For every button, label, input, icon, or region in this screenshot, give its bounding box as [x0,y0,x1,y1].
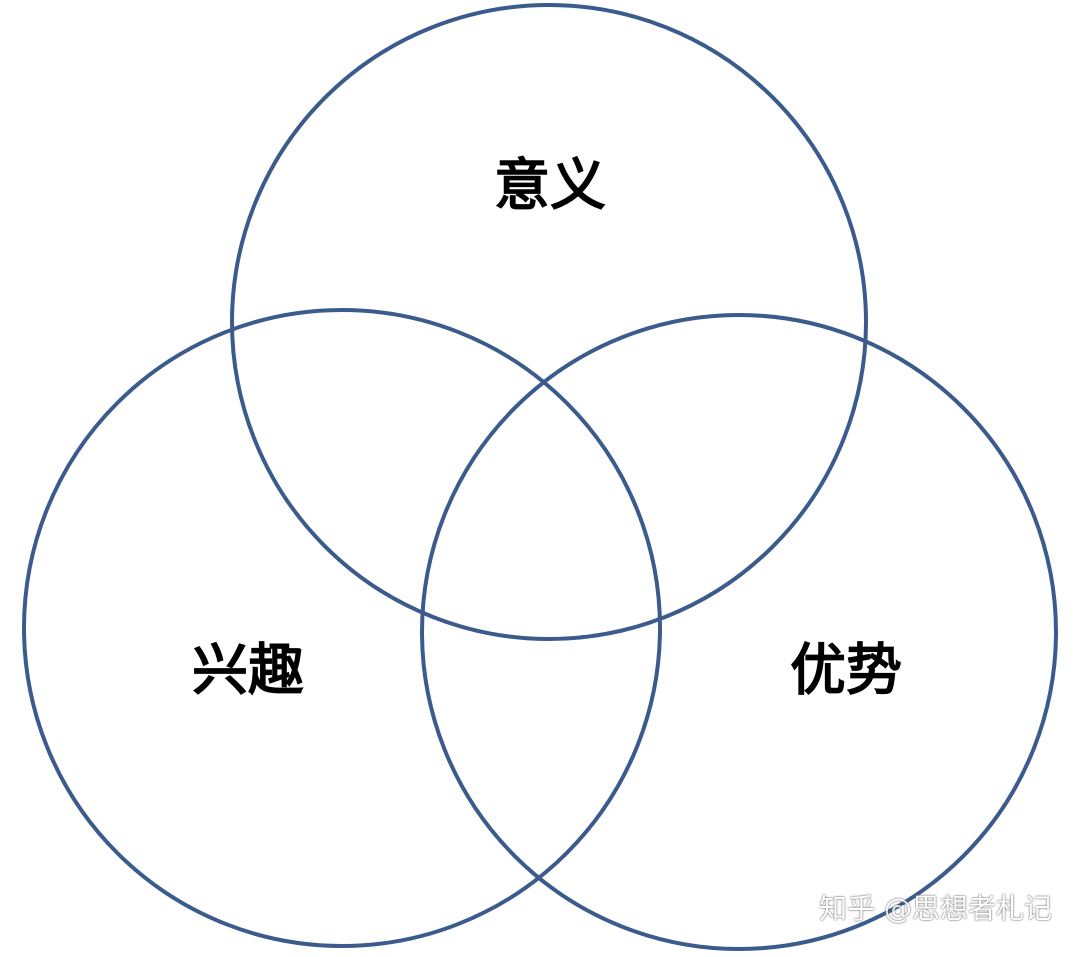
circle-left [22,308,662,948]
circle-right [420,313,1058,951]
label-left: 兴趣 [192,638,304,704]
watermark: 知乎 @思想者札记 [819,892,1052,925]
circle-top [230,3,868,641]
label-top: 意义 [494,153,606,219]
label-right: 优势 [790,638,902,704]
